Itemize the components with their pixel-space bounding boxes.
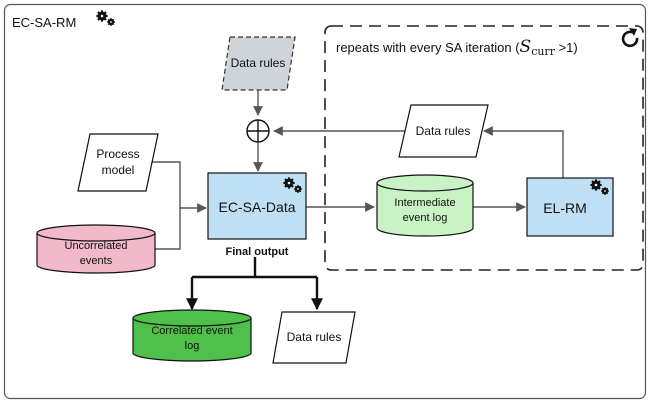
intermediate-log-node: Intermediate event log bbox=[376, 174, 474, 237]
intermediate-log-label-line1: Intermediate bbox=[394, 197, 455, 209]
process-model-label-line1: Process bbox=[96, 147, 139, 161]
frame-title: EC-SA-RM bbox=[12, 15, 76, 30]
correlated-log-node: Correlated event log bbox=[132, 309, 252, 362]
loop-label: repeats with every SA iteration (Scurr >… bbox=[336, 37, 578, 58]
edge-el-rm-to-rules bbox=[483, 126, 564, 178]
data-rules-output-label: Data rules bbox=[287, 330, 342, 344]
data-rules-output-shape bbox=[272, 311, 356, 364]
merge-plus-icon bbox=[246, 119, 270, 143]
intermediate-log-label-line2: event log bbox=[403, 212, 448, 224]
process-model-node: Process model bbox=[77, 133, 159, 192]
loop-label-prefix: repeats with every SA iteration ( bbox=[336, 40, 520, 55]
uncorrelated-events-label-line2: events bbox=[80, 255, 113, 267]
final-output-label: Final output bbox=[226, 246, 289, 258]
process-model-shape bbox=[77, 133, 159, 192]
ec-sa-data-label: EC-SA-Data bbox=[218, 199, 295, 215]
edge-events-to-ec-sa-data bbox=[155, 208, 181, 250]
data-rules-loop-node: Data rules bbox=[398, 104, 489, 158]
loop-label-subscript: curr bbox=[531, 45, 556, 58]
edge-model-to-ec-sa-data bbox=[149, 161, 207, 213]
el-rm-node: EL-RM bbox=[526, 177, 614, 237]
refresh-icon bbox=[621, 28, 639, 48]
data-rules-loop-shape bbox=[398, 104, 489, 158]
uncorrelated-events-label-line1: Uncorrelated bbox=[65, 240, 128, 252]
correlated-log-label-line1: Correlated event bbox=[151, 325, 232, 337]
repeat-loop-region bbox=[324, 25, 644, 271]
correlated-log-label-line2: log bbox=[185, 340, 200, 352]
data-rules-output-node: Data rules bbox=[272, 311, 356, 364]
loop-label-symbol: S bbox=[520, 37, 532, 57]
el-rm-label: EL-RM bbox=[543, 200, 587, 216]
loop-label-suffix: >1) bbox=[555, 40, 578, 55]
data-rules-loop-label: Data rules bbox=[416, 124, 471, 138]
data-rules-input-node: Data rules bbox=[221, 36, 296, 91]
process-model-label-line2: model bbox=[102, 163, 135, 177]
data-rules-input-shape bbox=[221, 36, 296, 91]
uncorrelated-events-node: Uncorrelated events bbox=[36, 224, 156, 274]
ec-sa-data-node: EC-SA-Data bbox=[207, 172, 307, 240]
data-rules-input-label: Data rules bbox=[231, 56, 286, 70]
